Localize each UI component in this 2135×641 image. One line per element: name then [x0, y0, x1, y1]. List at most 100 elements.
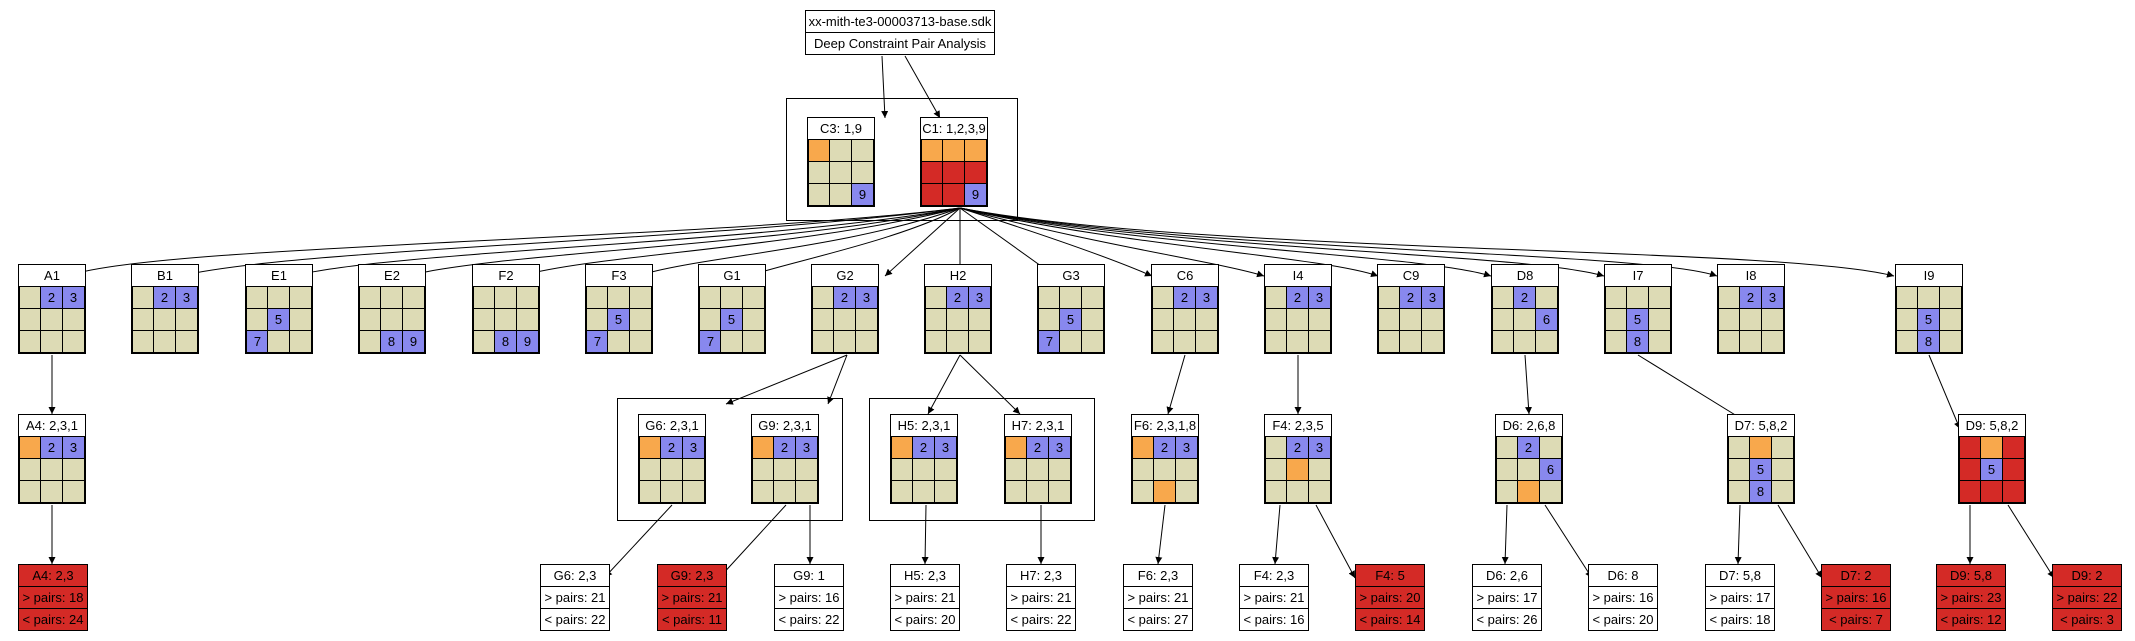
grid-cell [1980, 436, 2003, 459]
grid-cell [62, 330, 85, 353]
grid-cell [942, 139, 965, 162]
grid-cell: 7 [699, 330, 722, 353]
grid-cell [942, 183, 965, 206]
edge-g9-leaf [719, 504, 787, 578]
grid-cell: 7 [1038, 330, 1061, 353]
grid-cell [289, 286, 312, 309]
grid-cell [921, 139, 944, 162]
grid-cell: 2 [1739, 286, 1762, 309]
edge-root-c3 [881, 55, 889, 119]
edge-d6-leaf8 [1544, 504, 1593, 579]
grid-cell [1718, 286, 1741, 309]
leaf-title: F6: 2,3 [1123, 564, 1193, 587]
grid-cell [1286, 308, 1309, 331]
board-label: C6 [1151, 264, 1219, 287]
grid-cell [934, 458, 957, 481]
grid-cell [1152, 286, 1175, 309]
grid-cell [40, 480, 63, 503]
grid-cell [1939, 286, 1962, 309]
grid-cell [1896, 286, 1919, 309]
grid-cell: 3 [62, 286, 85, 309]
grid-cell [639, 436, 662, 459]
grid-cell [1132, 480, 1155, 503]
leaf-title: G9: 1 [774, 564, 844, 587]
edge-d7-leaf [1734, 504, 1742, 565]
grid-cell [773, 458, 796, 481]
leaf-lt: < pairs: 20 [890, 608, 960, 631]
grid-cell [1153, 480, 1176, 503]
grid-cell [1896, 330, 1919, 353]
leaf-gt: > pairs: 23 [1936, 586, 2006, 609]
grid-cell: 8 [1626, 330, 1649, 353]
grid-cell [1399, 330, 1422, 353]
leaf-d7l2: D7: 2> pairs: 16< pairs: 7 [1821, 564, 1891, 631]
board-label: C9 [1377, 264, 1445, 287]
grid-cell [1539, 480, 1562, 503]
grid-cell: 5 [1749, 458, 1772, 481]
grid-cell [1728, 436, 1751, 459]
board-label: G9: 2,3,1 [751, 414, 819, 437]
board-label: D9: 5,8,2 [1958, 414, 2026, 437]
grid-cell [1399, 308, 1422, 331]
grid-cell [812, 286, 835, 309]
board-label: G6: 2,3,1 [638, 414, 706, 437]
edge-d9-leaf2 [2007, 504, 2055, 579]
leaf-lt: < pairs: 12 [1936, 608, 2006, 631]
leaf-gt: > pairs: 22 [2052, 586, 2122, 609]
edge-c1-c9 [959, 207, 1379, 278]
leaf-lt: < pairs: 11 [657, 608, 727, 631]
grid-cell [1005, 480, 1028, 503]
leaf-lt: < pairs: 26 [1472, 608, 1542, 631]
board-label: F4: 2,3,5 [1264, 414, 1332, 437]
grid-cell [1771, 458, 1794, 481]
grid-cell [473, 308, 496, 331]
grid-cell: 2 [833, 286, 856, 309]
grid-cell: 3 [62, 436, 85, 459]
leaf-title: G9: 2,3 [657, 564, 727, 587]
board-label: H7: 2,3,1 [1004, 414, 1072, 437]
grid-cell [2002, 480, 2025, 503]
grid-cell: 2 [40, 436, 63, 459]
grid-cell [516, 308, 539, 331]
board-grid: 5 [1958, 436, 2026, 504]
grid-cell [1739, 308, 1762, 331]
grid-cell: 9 [516, 330, 539, 353]
grid-cell [175, 330, 198, 353]
grid-cell [752, 458, 775, 481]
grid-cell [1081, 330, 1104, 353]
leaf-g6l: G6: 2,3> pairs: 21< pairs: 22 [540, 564, 610, 631]
grid-cell: 5 [1626, 308, 1649, 331]
leaf-d6l: D6: 2,6> pairs: 17< pairs: 26 [1472, 564, 1542, 631]
edge-c1-i9 [959, 207, 1895, 278]
grid-cell [62, 458, 85, 481]
leaf-title: D6: 8 [1588, 564, 1658, 587]
grid-cell [795, 458, 818, 481]
grid-cell [19, 436, 42, 459]
grid-cell [153, 330, 176, 353]
grid-cell [1513, 308, 1536, 331]
grid-cell [62, 480, 85, 503]
grid-cell [1728, 458, 1751, 481]
grid-cell [921, 183, 944, 206]
grid-cell [1749, 436, 1772, 459]
board-label: C1: 1,2,3,9 [920, 117, 988, 140]
leaf-title: H5: 2,3 [890, 564, 960, 587]
grid-cell [946, 330, 969, 353]
leaf-lt: < pairs: 14 [1355, 608, 1425, 631]
edge-c1-c6 [959, 207, 1153, 277]
grid-cell [1492, 308, 1515, 331]
grid-cell [1152, 330, 1175, 353]
grid-cell [1308, 308, 1331, 331]
grid-cell [829, 161, 852, 184]
edge-c1-e1 [292, 207, 961, 278]
edge-c1-i4 [959, 207, 1265, 278]
grid-cell: 2 [912, 436, 935, 459]
grid-cell: 8 [380, 330, 403, 353]
